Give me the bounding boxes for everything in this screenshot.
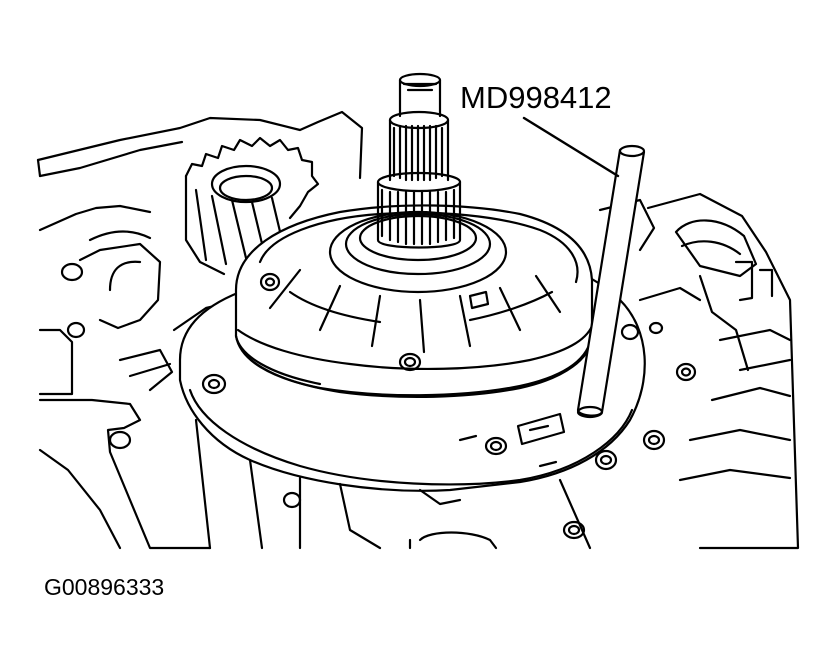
oil-pump-assembly: [178, 204, 646, 550]
tool-callout-label: MD998412: [460, 80, 612, 115]
guide-rod-tool: [576, 144, 646, 419]
transmission-case: [36, 110, 364, 550]
right-housing: [562, 192, 800, 550]
drive-gear: [184, 136, 320, 276]
input-shaft: [376, 72, 462, 249]
figure-id-label: G00896333: [44, 574, 165, 600]
callout-leader-line: [522, 116, 620, 178]
